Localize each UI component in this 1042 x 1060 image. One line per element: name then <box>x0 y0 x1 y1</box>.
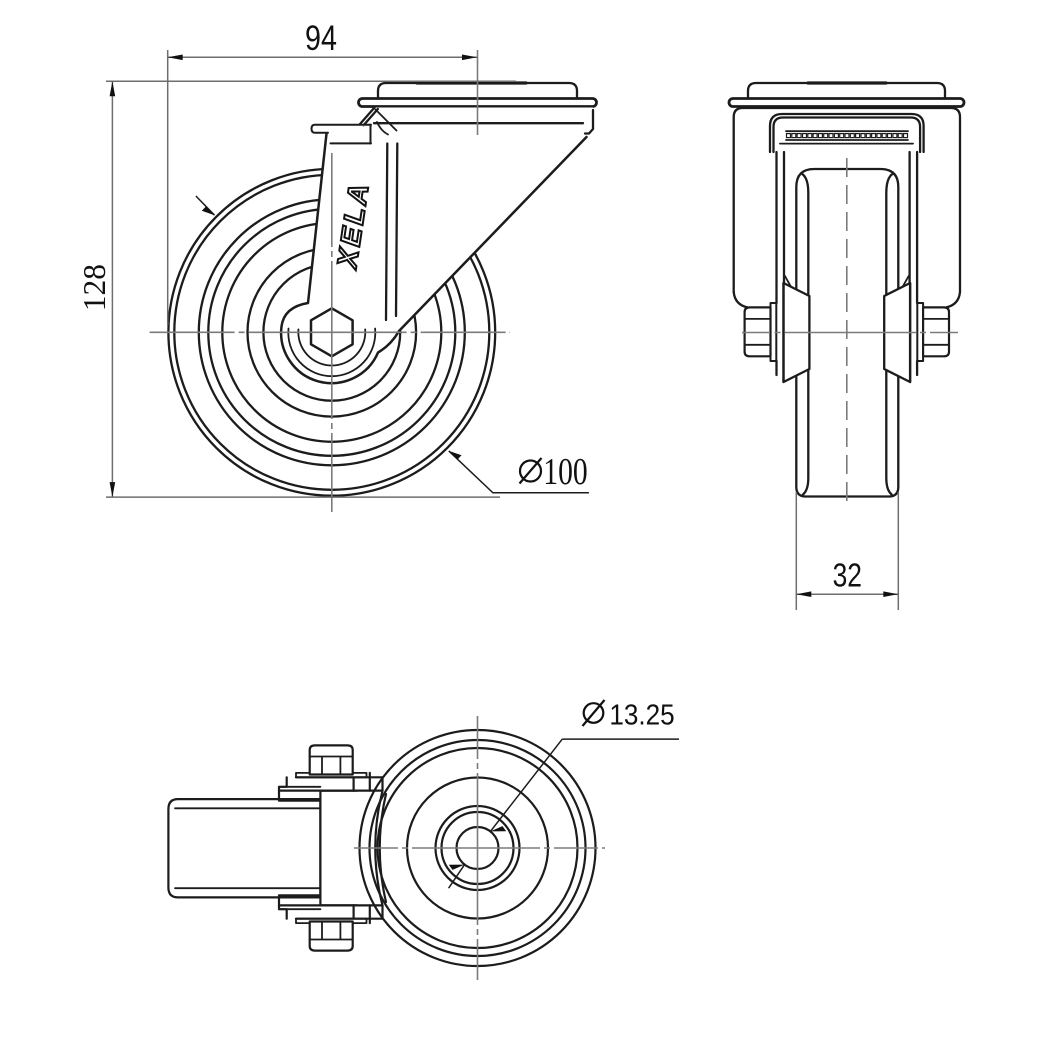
svg-text:128: 128 <box>77 264 112 311</box>
svg-text:32: 32 <box>833 558 862 594</box>
svg-text:13.25: 13.25 <box>609 698 674 731</box>
svg-text:94: 94 <box>305 18 337 57</box>
svg-text:100: 100 <box>543 452 587 493</box>
